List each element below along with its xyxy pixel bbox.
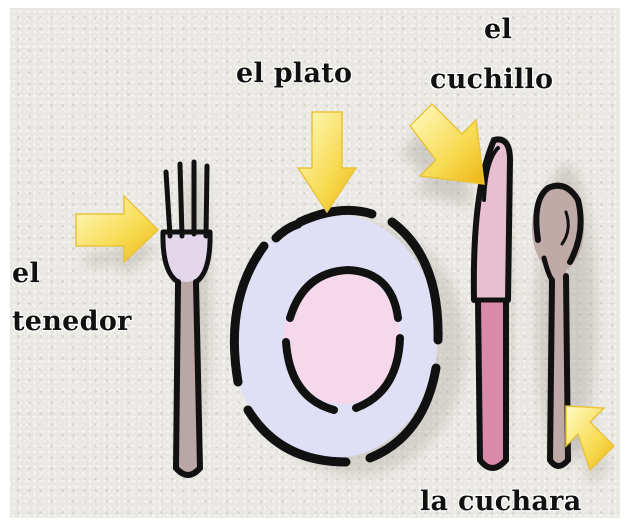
fork-label: tenedor [12,306,132,337]
knife-label: cuchillo [430,64,554,95]
arrow-icon-spoon [565,405,616,486]
plate-icon [229,205,466,476]
spoon-label: la cuchara [420,486,582,517]
arrow-icon-knife [402,102,485,206]
knife-label-article: el [484,14,513,45]
arrow-icon-plate [296,111,358,214]
spoon-icon [532,165,596,469]
knife-icon [470,136,514,471]
plate-label: el plato [236,58,353,89]
fork-label-article: el [12,258,41,289]
arrow-icon-fork [75,194,160,276]
fork-icon [160,159,213,478]
